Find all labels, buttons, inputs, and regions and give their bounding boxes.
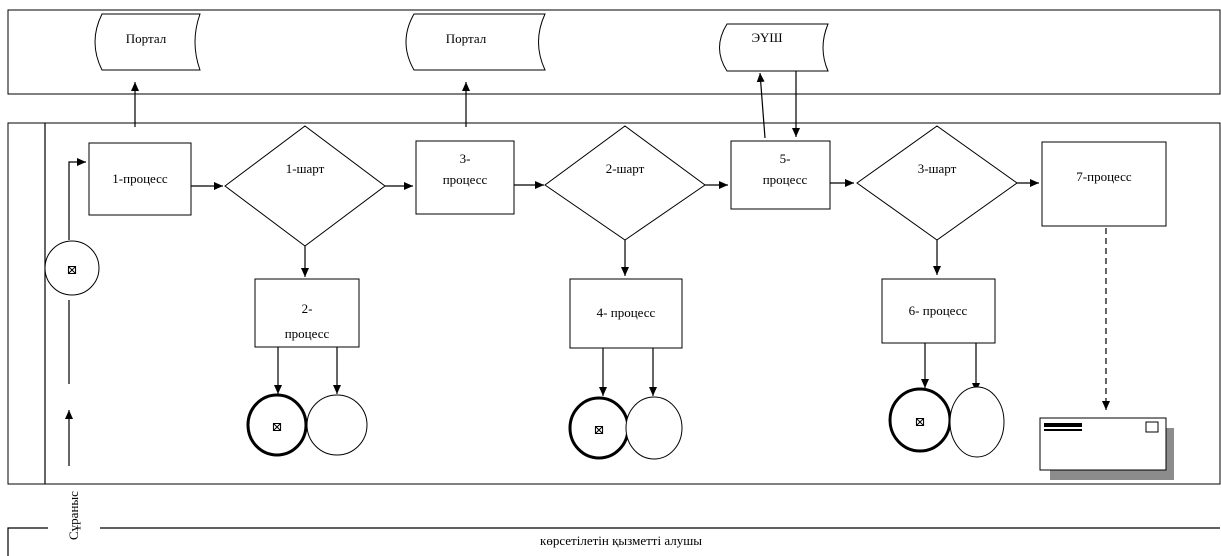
process-7-label: 7-процесс bbox=[1076, 169, 1132, 184]
envelope-stamp-icon bbox=[1145, 421, 1159, 433]
eush-label: ЭҮШ bbox=[751, 30, 782, 45]
start-circle bbox=[44, 240, 100, 296]
service-receiver-label: көрсетілетін қызметті алушы bbox=[540, 533, 702, 548]
portal-store-1 bbox=[94, 13, 201, 71]
process-2-end-circle-bold bbox=[246, 393, 308, 457]
service-receiver-lane bbox=[7, 527, 1220, 556]
process-6-label: 6- процесс bbox=[909, 303, 968, 318]
process-2-box bbox=[254, 278, 360, 348]
process-5-box bbox=[730, 140, 831, 210]
process-2-label-line-2: процесс bbox=[285, 326, 330, 341]
request-label: Сұраныс bbox=[66, 491, 81, 540]
process-5-label-line-1: 5- bbox=[780, 151, 791, 166]
process-5-to-eush-arrow bbox=[756, 72, 766, 139]
portal-store-2 bbox=[405, 13, 546, 71]
eush-store bbox=[719, 23, 829, 72]
start-arrow bbox=[68, 158, 86, 240]
process-5-label-line-2: процесс bbox=[763, 172, 808, 187]
process-7-box bbox=[1041, 141, 1167, 227]
condition-3-label: 3-шарт bbox=[918, 161, 957, 176]
process-6-end-circle bbox=[949, 386, 1005, 458]
envelope-address-line bbox=[1044, 429, 1082, 431]
process-4-end-circle bbox=[625, 396, 683, 460]
portal-label-1: Портал bbox=[126, 31, 167, 46]
start-mark: ⊠ bbox=[67, 262, 78, 277]
process-4-end-mark: ⊠ bbox=[594, 422, 605, 437]
condition-2-label: 2-шарт bbox=[606, 161, 645, 176]
process-3-label-line-1: 3- bbox=[460, 151, 471, 166]
process-1-box bbox=[88, 142, 192, 216]
process-4-box bbox=[569, 278, 683, 349]
process-2-end-mark: ⊠ bbox=[272, 419, 283, 434]
process-3-label-line-2: процесс bbox=[443, 172, 488, 187]
portal-label-2: Портал bbox=[446, 31, 487, 46]
systems-lane bbox=[7, 9, 1221, 95]
process-6-box bbox=[881, 278, 996, 344]
process-2-end-circle bbox=[306, 394, 368, 456]
process-3-box bbox=[415, 140, 515, 215]
envelope-address-bar bbox=[1044, 423, 1082, 427]
process-6-end-mark: ⊠ bbox=[915, 414, 926, 429]
process-4-label: 4- процесс bbox=[597, 305, 656, 320]
process-1-label: 1-процесс bbox=[112, 171, 168, 186]
process-2-label-line-1: 2- bbox=[302, 301, 313, 316]
condition-1-label: 1-шарт bbox=[286, 161, 325, 176]
